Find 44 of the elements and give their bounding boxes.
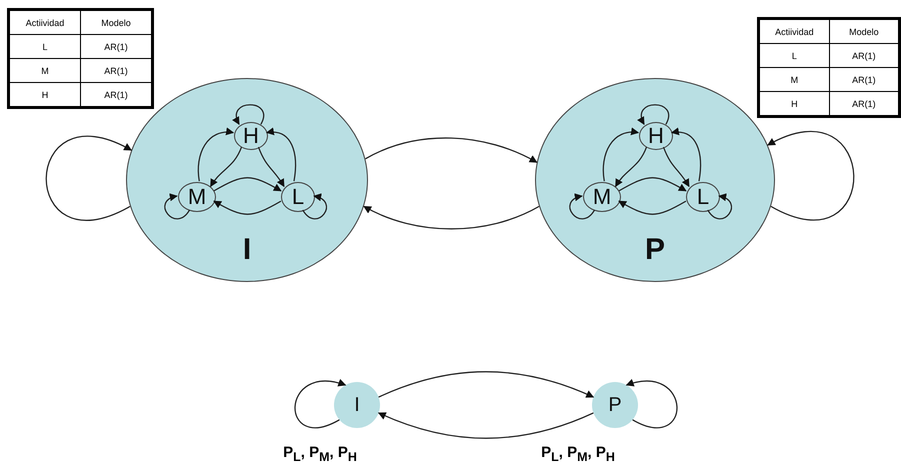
arrow bbox=[602, 128, 640, 182]
self-loop-arrow bbox=[638, 104, 670, 126]
probability-label: P$_{L}$, P$_{M}$, P$_{H}$ bbox=[541, 444, 615, 464]
arrow bbox=[198, 128, 234, 182]
state-circle: I bbox=[334, 382, 380, 428]
arrow bbox=[214, 177, 282, 192]
state-label: P bbox=[644, 233, 666, 267]
self-loop-arrow bbox=[767, 131, 854, 220]
self-loop-arrow bbox=[569, 194, 595, 220]
arrow bbox=[365, 137, 538, 163]
table-header: Actiividad bbox=[758, 18, 830, 44]
arrow bbox=[363, 206, 540, 230]
state-node: L bbox=[686, 182, 720, 212]
state-node: M bbox=[583, 182, 621, 212]
state-node: H bbox=[234, 122, 268, 150]
arrow bbox=[378, 371, 594, 398]
arrow bbox=[615, 146, 648, 188]
self-loop-arrow bbox=[46, 136, 132, 221]
state-node: L bbox=[281, 182, 315, 212]
state-node: H bbox=[639, 122, 673, 150]
arrow bbox=[618, 200, 686, 215]
arrow bbox=[213, 200, 282, 215]
self-loop-arrow bbox=[232, 104, 264, 126]
table-cell: M bbox=[8, 58, 80, 82]
table-cell: M bbox=[758, 68, 830, 92]
arrow bbox=[258, 146, 285, 188]
state-node: M bbox=[178, 182, 216, 212]
arrow bbox=[618, 177, 687, 192]
arrow bbox=[210, 146, 242, 188]
arrow bbox=[670, 128, 702, 182]
self-loop-arrow bbox=[302, 194, 327, 220]
state-circle: P bbox=[592, 382, 638, 428]
arrow bbox=[266, 128, 296, 182]
self-loop-arrow bbox=[626, 380, 678, 428]
arrow bbox=[662, 146, 690, 188]
self-loop-arrow bbox=[707, 194, 732, 220]
state-label: I bbox=[242, 233, 252, 267]
probability-label: P$_{L}$, P$_{M}$, P$_{H}$ bbox=[283, 444, 357, 464]
self-loop-arrow bbox=[294, 380, 346, 428]
table-cell: L bbox=[758, 44, 830, 68]
table-cell: L bbox=[8, 34, 80, 58]
arrow bbox=[378, 412, 594, 439]
table-header: Actiividad bbox=[8, 10, 80, 34]
self-loop-arrow bbox=[164, 194, 190, 220]
